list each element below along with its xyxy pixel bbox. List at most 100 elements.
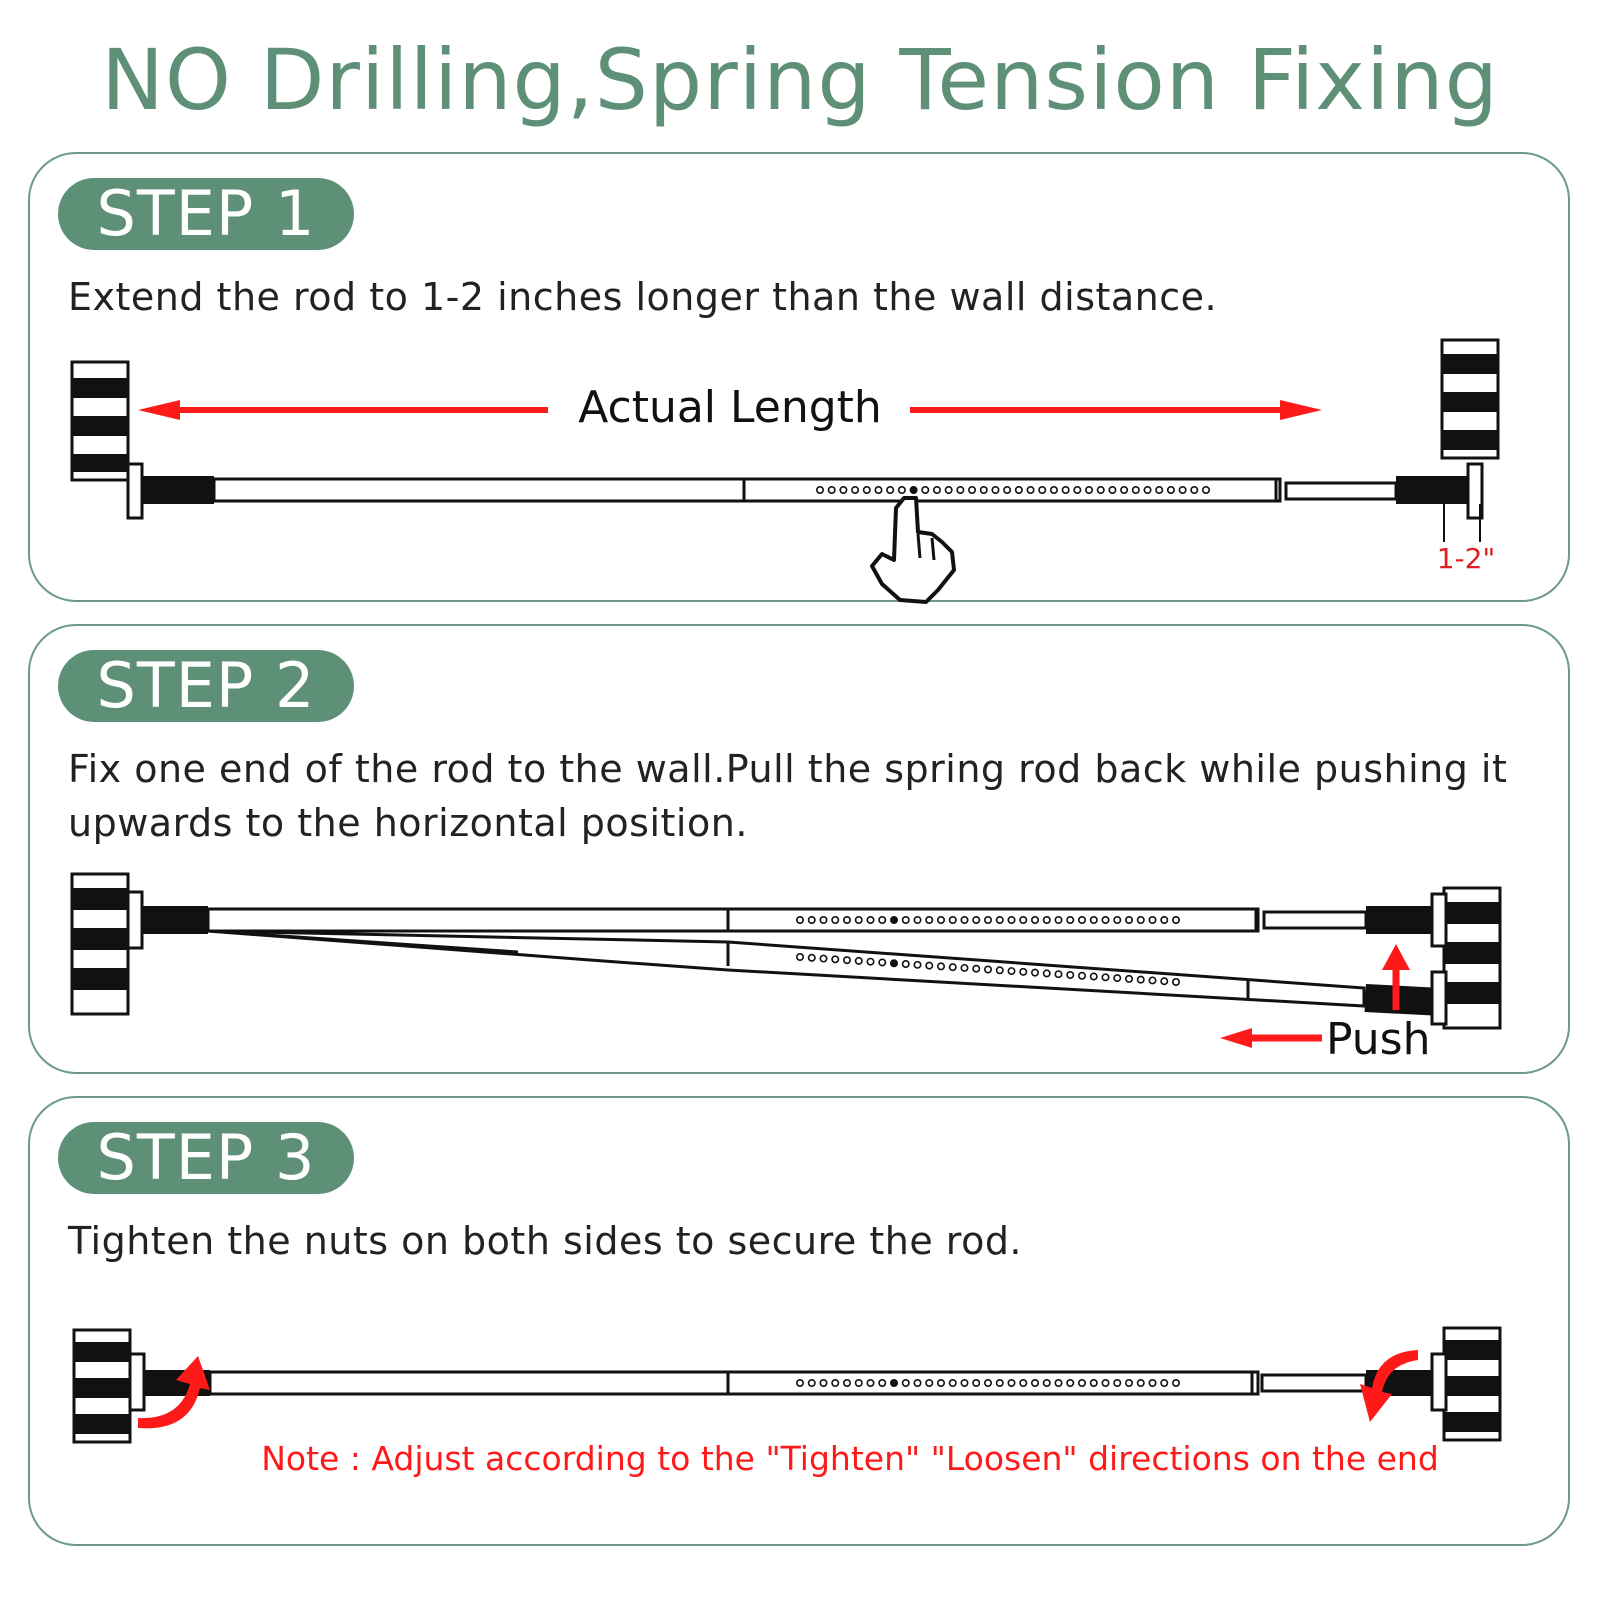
horizontal-rod (126, 890, 1448, 950)
adjustment-hole (913, 915, 922, 924)
adjustment-hole (1030, 1378, 1039, 1387)
adjustment-hole (1066, 915, 1075, 924)
adjustment-hole (1054, 915, 1063, 924)
adjustment-hole (1061, 485, 1070, 494)
adjustment-hole (866, 1378, 875, 1387)
adjustment-hole (1113, 974, 1122, 983)
adjustment-hole (1026, 485, 1035, 494)
adjustment-hole (1096, 485, 1105, 494)
adjustment-hole (1136, 975, 1145, 984)
adjustment-hole (1178, 485, 1187, 494)
adjustment-hole (1101, 915, 1110, 924)
adjustment-hole (878, 958, 887, 967)
adjustment-hole (1101, 973, 1110, 982)
adjustment-hole (1089, 915, 1098, 924)
adjustment-hole (874, 485, 883, 494)
adjustment-hole (1131, 485, 1140, 494)
adjustment-hole (1007, 915, 1016, 924)
adjustment-hole (1113, 1378, 1122, 1387)
step-3-badge: STEP 3 (58, 1122, 354, 1194)
adjustment-hole (839, 485, 848, 494)
adjustment-hole (842, 1378, 851, 1387)
adjustment-hole (819, 954, 828, 963)
step-2-panel: STEP 2 Fix one end of the rod to the wal… (28, 624, 1570, 1074)
adjustment-hole (936, 962, 945, 971)
adjustment-hole (866, 957, 875, 966)
step-3-description: Tighten the nuts on both sides to secure… (68, 1219, 1023, 1263)
adjustment-hole (819, 1378, 828, 1387)
adjustment-hole (1042, 969, 1051, 978)
step-3-panel: STEP 3 Tighten the nuts on both sides to… (28, 1096, 1570, 1546)
adjustment-hole (991, 485, 1000, 494)
right-wall-icon (1440, 338, 1500, 460)
adjustment-hole (948, 963, 957, 972)
left-wall-icon (70, 872, 130, 1016)
adjustment-hole (972, 915, 981, 924)
adjustment-hole (1125, 1378, 1134, 1387)
adjustment-hole (1101, 1378, 1110, 1387)
adjustment-hole (854, 956, 863, 965)
adjustment-hole (1078, 971, 1087, 980)
adjustment-hole (1019, 915, 1028, 924)
page-title: NO Drilling,Spring Tension Fixing (101, 31, 1499, 129)
adjustment-hole (827, 485, 836, 494)
adjustment-hole (948, 1378, 957, 1387)
right-wall-icon (1442, 886, 1502, 1030)
adjustment-hole (807, 953, 816, 962)
adjustment-hole (889, 1378, 898, 1387)
adjustment-hole (983, 965, 992, 974)
adjustment-hole (1054, 970, 1063, 979)
adjustment-hole (1019, 967, 1028, 976)
adjustment-hole (831, 1378, 840, 1387)
adjustment-hole (1160, 1378, 1169, 1387)
adjustment-hole (921, 485, 930, 494)
left-arrow-icon (138, 400, 548, 420)
adjustment-hole (886, 485, 895, 494)
adjustment-hole (995, 915, 1004, 924)
right-arrow-icon (910, 400, 1322, 420)
up-arrow-icon (1382, 944, 1410, 1010)
step-3-diagram: Note : Adjust according to the "Tighten"… (72, 1326, 1502, 1478)
adjustment-hole (1160, 915, 1169, 924)
adjustment-hole (1085, 485, 1094, 494)
adjustment-hole (854, 915, 863, 924)
adjustment-hole (968, 485, 977, 494)
adjustment-hole (1078, 915, 1087, 924)
tension-rod (126, 462, 1484, 520)
adjustment-hole (944, 485, 953, 494)
adjustment-hole (854, 1378, 863, 1387)
adjustment-hole (925, 1378, 934, 1387)
adjustment-hole (1066, 970, 1075, 979)
gap-label: 1-2" (1437, 542, 1496, 575)
adjustment-hole (983, 1378, 992, 1387)
adjustment-hole (831, 955, 840, 964)
adjustment-hole (932, 485, 941, 494)
left-wall-icon (72, 1328, 132, 1444)
adjustment-hole (1030, 968, 1039, 977)
adjustment-hole (1136, 1378, 1145, 1387)
adjustment-hole (995, 1378, 1004, 1387)
adjustment-hole (842, 915, 851, 924)
adjustment-hole (795, 952, 804, 961)
adjustment-hole (1014, 485, 1023, 494)
note-text: Note : Adjust according to the "Tighten"… (261, 1439, 1439, 1478)
adjustment-hole (807, 915, 816, 924)
adjustment-hole (1003, 485, 1012, 494)
step-1-description: Extend the rod to 1-2 inches longer than… (68, 275, 1218, 319)
step-1-diagram: Actual Length 1-2" (70, 338, 1500, 604)
adjustment-hole (831, 915, 840, 924)
adjustment-hole (1007, 1378, 1016, 1387)
adjustment-hole (1160, 977, 1169, 986)
push-label: Push (1326, 1014, 1430, 1065)
adjustment-hole (1172, 1378, 1181, 1387)
adjustment-hole (851, 485, 860, 494)
adjustment-hole (956, 485, 965, 494)
adjustment-hole (897, 485, 906, 494)
adjustment-hole (1054, 1378, 1063, 1387)
adjustment-hole (936, 915, 945, 924)
adjustment-hole (1042, 1378, 1051, 1387)
step-1-badge: STEP 1 (58, 178, 354, 250)
adjustment-hole (948, 915, 957, 924)
right-wall-icon (1442, 1326, 1502, 1442)
adjustment-hole (795, 915, 804, 924)
